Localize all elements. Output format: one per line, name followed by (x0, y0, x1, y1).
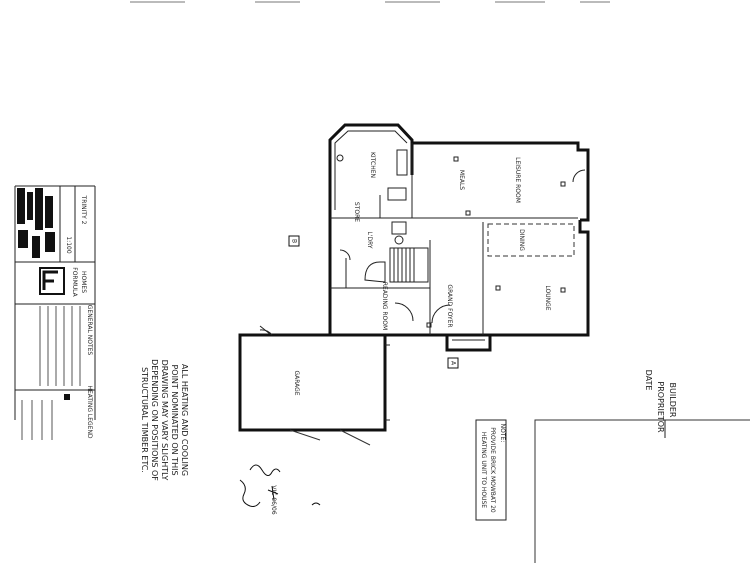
room-label-meals: MEALS (458, 170, 465, 190)
room-label-leisure: LEISURE ROOM (514, 157, 521, 203)
garage-walls (238, 325, 390, 432)
title-block: TRINITY 2 1:100 FORMULA HOMES GENERAL NO… (14, 185, 96, 440)
room-label-ldry: L'DRY (366, 231, 373, 248)
svg-text:PROVIDE BRICK MOWBAT 20: PROVIDE BRICK MOWBAT 20 (489, 427, 496, 513)
boxed-note-title: NOTE: (499, 424, 506, 443)
general-notes-body (39, 306, 81, 386)
handwritten-signature: VIC 06/06 (239, 429, 371, 515)
builder-label: BUILDER (668, 383, 677, 418)
heating-legend-body (21, 394, 70, 440)
formula-logo: FORMULA HOMES (39, 267, 87, 298)
svg-text:POINT NOMINATED ON THIS: POINT NOMINATED ON THIS (170, 364, 179, 475)
brand-sub: HOMES (80, 271, 87, 293)
drawing-scale: 1:100 (65, 236, 72, 253)
general-notes-title: GENERAL NOTES (86, 305, 93, 356)
house-walls (328, 123, 590, 352)
ducting-note: ALL HEATING AND COOLING POINT NOMINATED … (140, 359, 189, 481)
heating-legend-title: HEATING LEGEND (86, 385, 93, 438)
brand-name: FORMULA (71, 267, 78, 297)
proprietor-label: PROPRIETOR (656, 381, 665, 433)
room-label-dining: DINING (518, 229, 525, 251)
svg-text:HEATING UNIT TO HOUSE: HEATING UNIT TO HOUSE (480, 432, 487, 508)
svg-text:DRAWING MAY VARY SLIGHTLY: DRAWING MAY VARY SLIGHTLY (160, 360, 169, 481)
signoff-block: BUILDER PROPRIETOR DATE (644, 370, 677, 438)
svg-text:DEPENDING ON POSITIONS OF: DEPENDING ON POSITIONS OF (150, 359, 159, 481)
room-labels: KITCHEN MEALS LEISURE ROOM STORE L'DRY D… (293, 152, 551, 396)
room-label-foyer: GRAND FOYER (446, 284, 453, 327)
section-marker-a: A (447, 357, 459, 369)
boxed-note: NOTE: PROVIDE BRICK MOWBAT 20 HEATING UN… (475, 419, 507, 521)
svg-text:A: A (450, 361, 457, 366)
room-label-kitchen: KITCHEN (369, 152, 376, 178)
svg-text:B: B (291, 239, 298, 243)
house-type: TRINITY 2 (80, 195, 87, 225)
room-label-lounge: LOUNGE (544, 285, 551, 310)
room-label-reading: READING ROOM (381, 282, 388, 330)
staircase (364, 247, 429, 283)
svg-text:STRUCTURAL TIMBER ETC.: STRUCTURAL TIMBER ETC. (140, 367, 149, 473)
site-boundary-line (534, 419, 750, 563)
svg-text:ALL HEATING AND COOLING: ALL HEATING AND COOLING (180, 364, 189, 476)
title-block-redacted (17, 188, 55, 258)
room-label-garage: GARAGE (293, 370, 300, 395)
heating-points (426, 156, 566, 328)
date-label: DATE (644, 370, 653, 391)
room-label-store: STORE (353, 202, 360, 222)
handwritten-date: VIC 06/06 (270, 485, 277, 514)
section-marker-b: B (288, 235, 300, 247)
